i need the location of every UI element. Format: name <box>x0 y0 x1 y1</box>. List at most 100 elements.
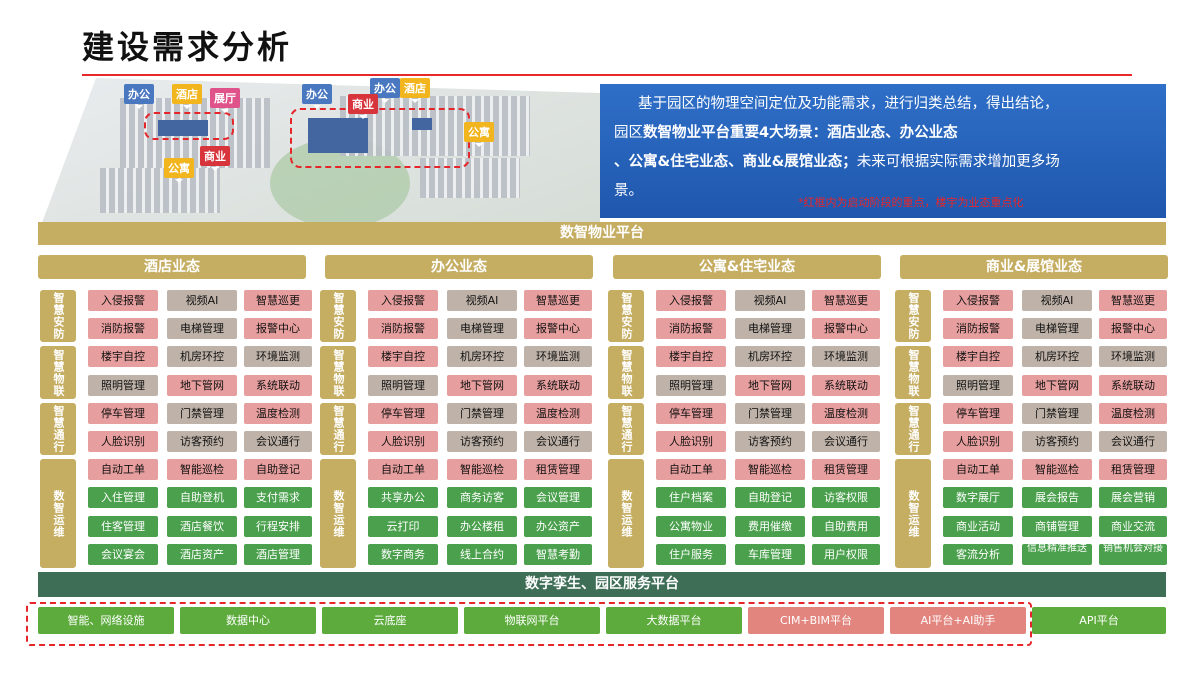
feature-cell[interactable]: 租赁管理 <box>812 459 880 481</box>
feature-cell[interactable]: 温度检测 <box>524 402 592 424</box>
feature-cell[interactable]: 智慧巡更 <box>812 290 880 311</box>
feature-cell[interactable]: 智能巡检 <box>1022 459 1092 481</box>
feature-cell[interactable]: 租赁管理 <box>524 459 592 481</box>
feature-cell[interactable]: 照明管理 <box>656 374 726 396</box>
feature-cell[interactable]: 客流分析 <box>943 543 1013 565</box>
feature-cell[interactable]: 楼宇自控 <box>943 346 1013 368</box>
feature-cell[interactable]: 会议通行 <box>812 431 880 452</box>
feature-cell[interactable]: 支付需求 <box>244 487 312 509</box>
feature-cell[interactable]: 费用催缴 <box>735 515 805 537</box>
feature-cell[interactable]: 线上合约 <box>447 543 517 565</box>
feature-cell[interactable]: 照明管理 <box>368 374 438 396</box>
feature-cell[interactable]: 共享办公 <box>368 487 438 509</box>
feature-cell[interactable]: 停车管理 <box>943 402 1013 424</box>
feature-cell[interactable]: 公寓物业 <box>656 515 726 537</box>
feature-cell[interactable]: 入住管理 <box>88 487 158 509</box>
feature-cell[interactable]: 电梯管理 <box>447 318 517 340</box>
feature-cell[interactable]: 视频AI <box>735 290 805 311</box>
feature-cell[interactable]: 环境监测 <box>1099 346 1167 368</box>
feature-cell[interactable]: 云打印 <box>368 515 438 537</box>
feature-cell[interactable]: 门禁管理 <box>1022 402 1092 424</box>
feature-cell[interactable]: 环境监测 <box>244 346 312 368</box>
feature-cell[interactable]: 电梯管理 <box>1022 318 1092 340</box>
feature-cell[interactable]: 办公资产 <box>524 515 592 537</box>
feature-cell[interactable]: 地下管网 <box>1022 374 1092 396</box>
feature-cell[interactable]: 展会报告 <box>1022 487 1092 509</box>
feature-cell[interactable]: 环境监测 <box>812 346 880 368</box>
feature-cell[interactable]: 商业活动 <box>943 515 1013 537</box>
feature-cell[interactable]: 智慧巡更 <box>244 290 312 311</box>
feature-cell[interactable]: 视频AI <box>167 290 237 311</box>
feature-cell[interactable]: 智能巡检 <box>167 459 237 481</box>
feature-cell[interactable]: 会议通行 <box>1099 431 1167 452</box>
feature-cell[interactable]: 地下管网 <box>735 374 805 396</box>
feature-cell[interactable]: 机房环控 <box>735 346 805 368</box>
feature-cell[interactable]: 楼宇自控 <box>88 346 158 368</box>
feature-cell[interactable]: 温度检测 <box>244 402 312 424</box>
feature-cell[interactable]: 自动工单 <box>368 459 438 481</box>
feature-cell[interactable]: 访客预约 <box>1022 431 1092 452</box>
feature-cell[interactable]: 楼宇自控 <box>368 346 438 368</box>
feature-cell[interactable]: 照明管理 <box>88 374 158 396</box>
feature-cell[interactable]: 智能巡检 <box>735 459 805 481</box>
feature-cell[interactable]: 访客权限 <box>812 487 880 509</box>
feature-cell[interactable]: 消防报警 <box>368 318 438 340</box>
feature-cell[interactable]: 会议管理 <box>524 487 592 509</box>
feature-cell[interactable]: 商铺管理 <box>1022 515 1092 537</box>
feature-cell[interactable]: 会议宴会 <box>88 543 158 565</box>
feature-cell[interactable]: 智慧巡更 <box>524 290 592 311</box>
feature-cell[interactable]: 停车管理 <box>368 402 438 424</box>
feature-cell[interactable]: 环境监测 <box>524 346 592 368</box>
feature-cell[interactable]: 电梯管理 <box>167 318 237 340</box>
feature-cell[interactable]: 访客预约 <box>447 431 517 452</box>
feature-cell[interactable]: 数字展厅 <box>943 487 1013 509</box>
feature-cell[interactable]: 人脸识别 <box>943 431 1013 452</box>
feature-cell[interactable]: 机房环控 <box>167 346 237 368</box>
feature-cell[interactable]: 报警中心 <box>812 318 880 340</box>
feature-cell[interactable]: 门禁管理 <box>735 402 805 424</box>
feature-cell[interactable]: 酒店餐饮 <box>167 515 237 537</box>
feature-cell[interactable]: 自助登记 <box>735 487 805 509</box>
feature-cell[interactable]: 展会营销 <box>1099 487 1167 509</box>
feature-cell[interactable]: 温度检测 <box>1099 402 1167 424</box>
feature-cell[interactable]: 自助费用 <box>812 515 880 537</box>
infrastructure-block[interactable]: 大数据平台 <box>606 607 742 634</box>
feature-cell[interactable]: 商业交流 <box>1099 515 1167 537</box>
infrastructure-block[interactable]: 云底座 <box>322 607 458 634</box>
feature-cell[interactable]: 销售机会对接 <box>1099 543 1167 565</box>
infrastructure-block[interactable]: CIM+BIM平台 <box>748 607 884 634</box>
feature-cell[interactable]: 住客管理 <box>88 515 158 537</box>
feature-cell[interactable]: 酒店资产 <box>167 543 237 565</box>
feature-cell[interactable]: 访客预约 <box>167 431 237 452</box>
feature-cell[interactable]: 照明管理 <box>943 374 1013 396</box>
infrastructure-block[interactable]: AI平台+AI助手 <box>890 607 1026 634</box>
feature-cell[interactable]: 消防报警 <box>88 318 158 340</box>
feature-cell[interactable]: 智慧考勤 <box>524 543 592 565</box>
feature-cell[interactable]: 地下管网 <box>447 374 517 396</box>
feature-cell[interactable]: 住户服务 <box>656 543 726 565</box>
feature-cell[interactable]: 视频AI <box>447 290 517 311</box>
feature-cell[interactable]: 门禁管理 <box>167 402 237 424</box>
feature-cell[interactable]: 会议通行 <box>244 431 312 452</box>
feature-cell[interactable]: 行程安排 <box>244 515 312 537</box>
infrastructure-block[interactable]: 智能、网络设施 <box>38 607 174 634</box>
feature-cell[interactable]: 报警中心 <box>1099 318 1167 340</box>
feature-cell[interactable]: 会议通行 <box>524 431 592 452</box>
feature-cell[interactable]: 商务访客 <box>447 487 517 509</box>
infrastructure-block[interactable]: 物联网平台 <box>464 607 600 634</box>
feature-cell[interactable]: 人脸识别 <box>656 431 726 452</box>
feature-cell[interactable]: 地下管网 <box>167 374 237 396</box>
feature-cell[interactable]: 停车管理 <box>656 402 726 424</box>
feature-cell[interactable]: 楼宇自控 <box>656 346 726 368</box>
feature-cell[interactable]: 信息精准推送 <box>1022 543 1092 565</box>
feature-cell[interactable]: 自助登记 <box>244 459 312 481</box>
feature-cell[interactable]: 消防报警 <box>656 318 726 340</box>
feature-cell[interactable]: 机房环控 <box>447 346 517 368</box>
feature-cell[interactable]: 电梯管理 <box>735 318 805 340</box>
feature-cell[interactable]: 温度检测 <box>812 402 880 424</box>
feature-cell[interactable]: 报警中心 <box>524 318 592 340</box>
feature-cell[interactable]: 消防报警 <box>943 318 1013 340</box>
infrastructure-block[interactable]: 数据中心 <box>180 607 316 634</box>
feature-cell[interactable]: 系统联动 <box>524 374 592 396</box>
feature-cell[interactable]: 车库管理 <box>735 543 805 565</box>
